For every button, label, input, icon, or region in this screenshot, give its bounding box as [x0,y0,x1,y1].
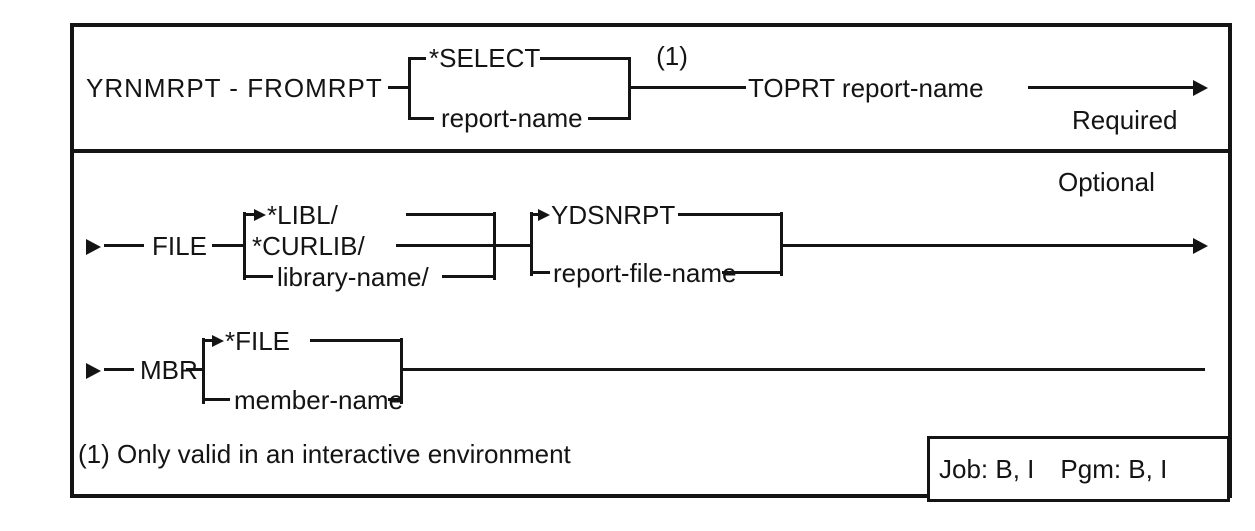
fromrpt-choice-select: *SELECT [429,43,541,73]
bracket-line [243,213,254,216]
required-label: Required [1072,105,1178,135]
bracket-line [493,212,496,280]
file-choice-report-file-name: report-file-name [553,258,737,288]
bracket-line [243,275,273,278]
bracket-line [408,57,426,60]
rail-line [104,244,144,247]
bracket-line [408,117,434,120]
footnote-ref: (1) [656,41,688,71]
footnote-text: (1) Only valid in an interactive environ… [78,439,571,469]
continue-arrow-icon [1193,237,1208,254]
rail-line [403,368,1205,371]
pgm-label: Pgm: B, I [1060,453,1168,484]
file-param-label: FILE [152,231,207,261]
row-start-arrow-icon [86,362,101,379]
bracket-line [678,213,783,216]
rail-line [631,86,746,89]
bracket-line [588,117,631,120]
bracket-line [722,271,783,274]
toprt-label: TOPRT report-name [748,73,984,103]
rail-line [783,244,1196,247]
mbr-choice-member-name: member-name [234,385,404,415]
lib-choice-curlib: *CURLIB/ [252,231,365,261]
job-pgm-box: Job: B, I Pgm: B, I [927,436,1230,502]
rail-line [496,244,532,247]
continue-arrow-icon [1193,79,1208,96]
bracket-line [408,57,411,120]
diagram-border [70,23,1232,498]
bracket-line [310,339,403,342]
lib-choice-libl: *LIBL/ [267,200,338,230]
bracket-line [540,57,631,60]
bracket-line [530,212,533,276]
rail-line [212,244,245,247]
section-divider [70,149,1232,153]
row-start-arrow-icon [86,238,101,255]
rail-line [186,368,205,371]
bracket-line [243,212,246,280]
mbr-choice-file: *FILE [225,326,291,356]
optional-label: Optional [1058,167,1155,197]
bracket-line [406,213,496,216]
default-arrow-icon [254,208,266,221]
command-label: YRNMRPT - FROMRPT [86,73,383,103]
default-arrow-icon [212,334,224,347]
bracket-line [400,338,403,404]
bracket-line [442,275,496,278]
bracket-line [202,338,205,404]
fromrpt-choice-report-name: report-name [441,103,583,133]
rail-line [104,368,134,371]
lib-choice-library-name: library-name/ [277,262,429,292]
rail-line [388,86,410,89]
bracket-line [530,213,538,216]
bracket-line [388,398,403,401]
bracket-line [628,57,631,120]
default-arrow-icon [538,208,550,221]
bracket-line [396,244,496,247]
bracket-line [202,339,212,342]
bracket-line [530,271,550,274]
bracket-line [780,212,783,276]
rail-line [1028,86,1196,89]
file-choice-ydsnrpt: YDSNRPT [551,200,676,230]
bracket-line [202,398,230,401]
job-label: Job: B, I [939,453,1035,484]
